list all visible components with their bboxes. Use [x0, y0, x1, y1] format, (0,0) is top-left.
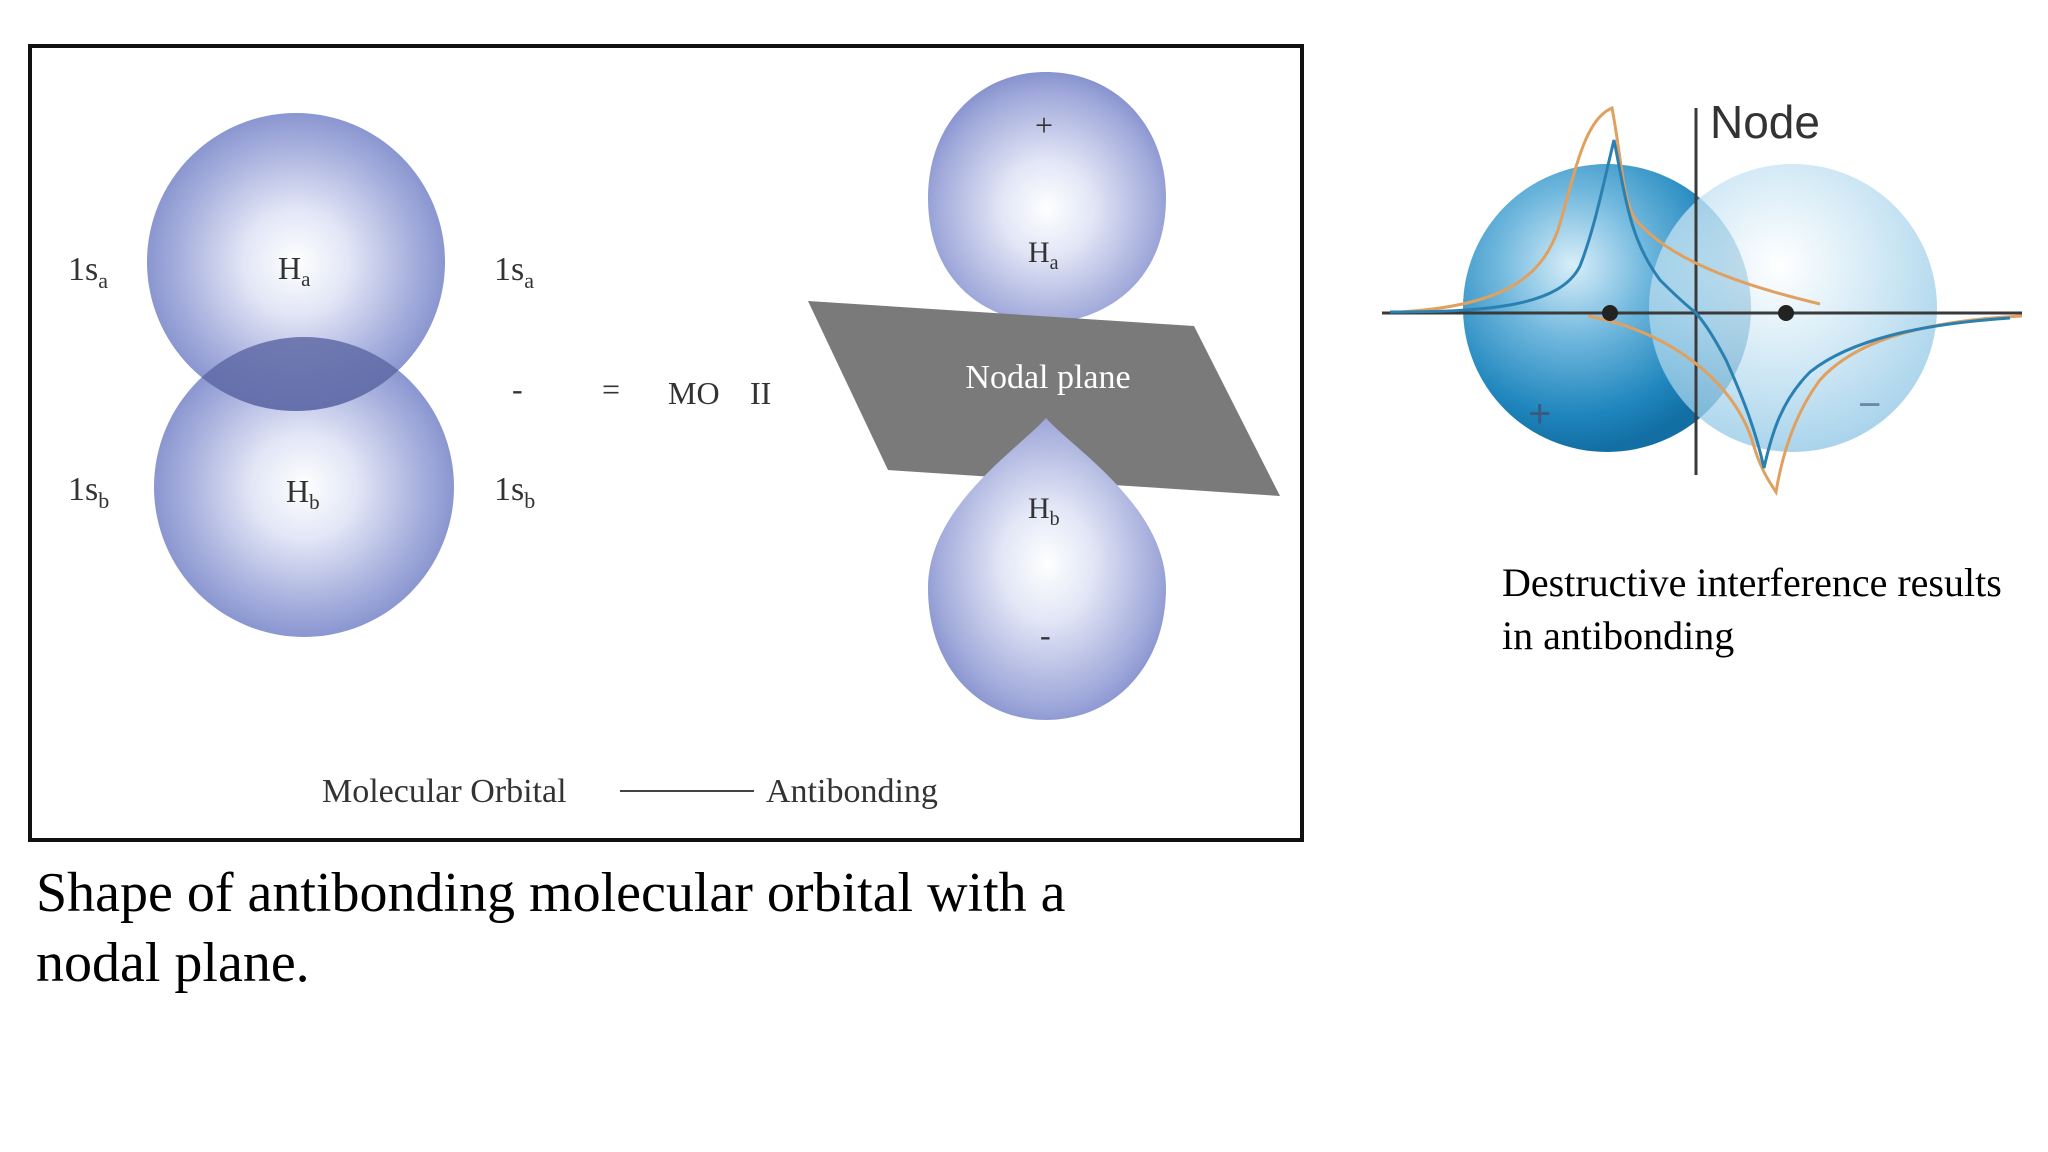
label-1s-b-right: 1sb [494, 471, 535, 513]
wavefunction-orange-curve [1399, 105, 2023, 496]
atom-label-hb: Hb [286, 473, 320, 514]
figure-caption: Shape of antibonding molecular orbital w… [36, 858, 1236, 998]
label-1s-a-left: 1sa [68, 251, 108, 293]
wavefunction-blue-curve [1389, 139, 2011, 469]
antibonding-orbital-diagram: 1sa 1sb 1sa 1sb Ha Hb - = MO II + Ha Nod… [68, 72, 1280, 810]
atom-label-ha: Ha [278, 250, 311, 291]
interference-caption-line-1: Destructive interference results [1502, 560, 2002, 605]
nodal-plane [808, 301, 1280, 496]
caption-line-1: Shape of antibonding molecular orbital w… [36, 862, 1066, 924]
nodal-plane-label: Nodal plane [965, 359, 1130, 396]
nucleus-a [1602, 305, 1618, 321]
minus-operator: - [512, 371, 523, 407]
nucleus-b [1778, 305, 1794, 321]
lobe-top-plus-sign: + [1035, 107, 1053, 143]
node-label: Node [1710, 96, 1820, 148]
minus-sign: − [1858, 383, 1881, 427]
lobe-bottom-minus-sign: - [1040, 617, 1051, 653]
footer-molecular-orbital: Molecular Orbital [322, 773, 567, 810]
interference-caption: Destructive interference results in anti… [1502, 556, 2048, 662]
lobe-bottom-atom-label: Hb [1028, 492, 1060, 530]
label-1s-b-left: 1sb [68, 471, 109, 513]
sphere-1s-a [147, 113, 445, 411]
plus-sign: + [1528, 392, 1551, 436]
lobe-top-atom-label: Ha [1028, 236, 1059, 274]
sphere-1s-b [154, 337, 454, 637]
caption-line-2: nodal plane. [36, 932, 310, 994]
lobe-top-ha [928, 72, 1166, 320]
mo-label: MO [668, 375, 720, 411]
lobe-bottom-hb [928, 418, 1166, 720]
equals-operator: = [602, 371, 620, 407]
atom-sphere-negative [1649, 164, 1937, 452]
mo-roman-label: II [750, 375, 771, 411]
footer-antibonding: Antibonding [766, 773, 938, 810]
interference-caption-line-2: in antibonding [1502, 613, 1735, 658]
label-1s-a-right: 1sa [494, 251, 534, 293]
antibonding-diagram-frame: 1sa 1sb 1sa 1sb Ha Hb - = MO II + Ha Nod… [28, 44, 1304, 842]
destructive-interference-diagram: Node + − [1382, 96, 2023, 496]
